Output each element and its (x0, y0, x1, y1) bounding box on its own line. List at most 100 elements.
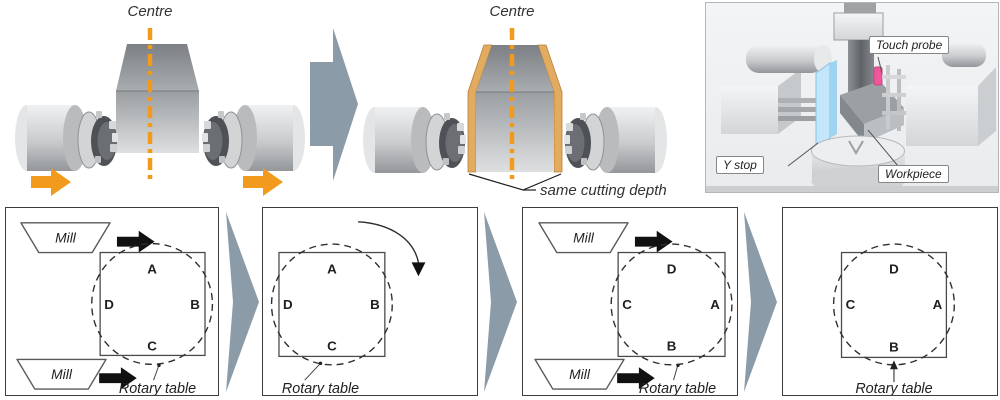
rotary-table-circle (91, 242, 214, 366)
sequence-panel-1: Mill A D B C Mill Rotary table (5, 207, 219, 396)
face-letter-right: A (710, 297, 720, 312)
centre-label: Centre (127, 3, 172, 20)
face-letter-top: A (147, 261, 157, 276)
workpiece-front (864, 108, 904, 143)
mill-cutter-right (563, 106, 668, 174)
workpiece-side (840, 95, 864, 143)
rotary-table-label: Rotary table (119, 381, 196, 395)
face-letter-top: A (327, 261, 337, 276)
centering-scene: Centre (14, 3, 306, 196)
cut-scene: Centre same cutting depth (362, 3, 668, 199)
workpiece-front-face (476, 92, 554, 172)
rotary-table-label: Rotary table (855, 381, 932, 395)
probe-rack-rail (897, 69, 901, 131)
mill-symbol-top: Mill (538, 222, 629, 254)
workpiece-label: Workpiece (878, 165, 949, 183)
y-stop-plate-edge (830, 60, 837, 138)
flow-arrow-icon (310, 28, 358, 181)
sequence-arrow-icon (744, 212, 777, 392)
mill-cutter-right (201, 104, 306, 172)
workpiece-square (278, 251, 386, 358)
shaft-rod (778, 107, 822, 112)
workpiece-square (617, 251, 726, 358)
left-unit-top (721, 69, 801, 86)
rotary-leader-dot (676, 363, 680, 367)
column-cap (844, 3, 876, 13)
machine-drawing (706, 3, 998, 195)
rotary-leader (673, 366, 678, 381)
touch-probe-label: Touch probe (869, 36, 950, 54)
rotation-arrow-icon (358, 221, 420, 263)
rotary-table-circle (610, 243, 733, 366)
face-letter-bottom: B (889, 339, 899, 354)
rotary-table-label: Rotary table (639, 381, 716, 395)
mill-cutter-left (14, 104, 119, 172)
face-letter-right: B (190, 297, 200, 312)
y-stop-plate (815, 62, 831, 149)
feed-arrow-left-icon (31, 168, 71, 196)
rotation-arrow-head (411, 262, 426, 277)
workpiece-top-face (476, 45, 554, 92)
right-unit-side (978, 67, 996, 146)
shaft-rod (778, 116, 822, 121)
probe-rack-rung (882, 75, 906, 79)
mill-label: Mill (51, 366, 73, 382)
face-letter-bottom: B (667, 338, 677, 353)
probe-rack-rung (882, 111, 906, 115)
rotary-leader (153, 366, 159, 381)
leader-touch-probe (877, 56, 883, 74)
feed-arrow-right-icon (243, 168, 283, 196)
panel-bottom-strip (706, 186, 998, 192)
face-letter-bottom: C (327, 338, 337, 353)
mill-symbol-bottom: Mill (534, 358, 625, 390)
workpiece-square (840, 251, 948, 359)
face-letter-top: D (889, 261, 899, 276)
workpiece-top-face (116, 44, 199, 91)
workpiece-front-face (116, 91, 199, 153)
mill-feed-arrow-icon (116, 230, 155, 253)
mill-label: Mill (55, 230, 77, 246)
mill-label: Mill (573, 230, 595, 246)
face-letter-right: A (933, 297, 943, 312)
face-letter-bottom: C (147, 338, 157, 353)
mill-cutter-left (362, 106, 467, 174)
face-letter-right: B (370, 297, 380, 312)
sequence-panel-2: A D B C Rotary table (262, 207, 478, 396)
sequence-arrow-icon (226, 212, 259, 392)
face-letter-left: C (622, 297, 632, 312)
shaft-rod (778, 98, 822, 103)
mill-symbol-top: Mill (20, 222, 111, 254)
sequence-arrow-icon (484, 212, 517, 392)
leader-y-stop (787, 142, 819, 167)
face-letter-left: C (846, 297, 856, 312)
rotary-leader-dot (157, 363, 161, 367)
leader-workpiece (867, 129, 899, 167)
mill-symbol-bottom: Mill (16, 358, 107, 390)
right-spindle-cylinder (942, 43, 986, 67)
rotary-leader-dot (318, 361, 323, 366)
rotary-leader-arrowhead (890, 360, 898, 370)
rotary-leader (304, 363, 320, 381)
face-letter-top: D (667, 261, 677, 276)
rotary-table-circle (832, 243, 956, 366)
table-slot (848, 140, 864, 155)
machine-illustration: Touch probe Y stop Workpiece (705, 2, 999, 195)
centre-label: Centre (489, 3, 534, 20)
centering-scenes: Centre Centre same cutting depth (14, 3, 668, 199)
mill-label: Mill (569, 366, 591, 382)
sequence-panel-4: D C A B Rotary table (782, 207, 998, 396)
workpiece-square (99, 251, 206, 357)
face-letter-left: D (283, 297, 293, 312)
sequence-panel-3: Mill D C A B Mill Rotary table (522, 207, 738, 396)
mill-feed-arrow-icon (634, 230, 673, 253)
cutting-depth-label: same cutting depth (540, 182, 667, 199)
left-unit-body (721, 86, 778, 134)
y-stop-label: Y stop (716, 156, 764, 174)
left-spindle-cylinder (746, 45, 824, 73)
right-unit-top (906, 67, 996, 86)
rotary-table-label: Rotary table (282, 381, 359, 395)
face-letter-left: D (104, 297, 114, 312)
probe-rack-rung (882, 93, 906, 97)
right-unit-body (906, 86, 978, 146)
